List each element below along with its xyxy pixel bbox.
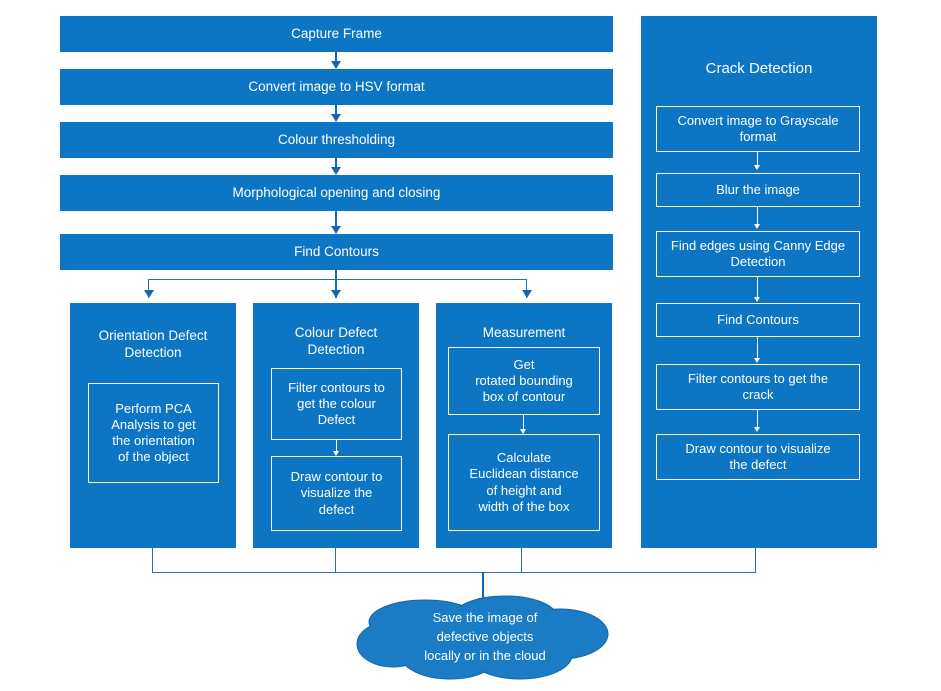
connector-measure-step1-to-step2 <box>523 415 524 432</box>
arrow-crack-1-2 <box>754 165 760 170</box>
arrow-measure-step1-to-step2 <box>520 429 526 434</box>
panel-title-crack-detection: Crack Detection <box>705 60 813 77</box>
arrow-to-colour-branch <box>331 290 341 298</box>
arrow-threshold-to-morph <box>331 167 341 175</box>
arrow-crack-5-6 <box>754 427 760 432</box>
connector-crack-2-3 <box>757 207 758 227</box>
panel-measurement[interactable]: Measurement Get rotated bounding box of … <box>436 303 612 548</box>
connector-morph-to-contours <box>335 211 337 227</box>
panel-crack-detection[interactable]: Crack Detection Convert image to Graysca… <box>641 16 877 548</box>
arrow-crack-3-4 <box>754 297 760 302</box>
panel-colour-defect-detection[interactable]: Colour Defect Detection Filter contours … <box>253 303 419 548</box>
step-canny-edge-detection[interactable]: Find edges using Canny Edge Detection <box>656 231 860 277</box>
arrow-to-measurement-branch <box>522 290 532 298</box>
step-crack-find-contours[interactable]: Find Contours <box>656 303 860 337</box>
connector-capture-to-hsv <box>335 52 337 62</box>
connector-branch-right-drop <box>526 279 527 298</box>
cloud-save-output[interactable]: Save the image of defective objects loca… <box>355 592 615 682</box>
connector-merge-drop-colour <box>335 548 336 573</box>
panel-orientation-defect-detection[interactable]: Orientation Defect Detection Perform PCA… <box>70 303 236 548</box>
step-calculate-euclidean-distance[interactable]: Calculate Euclidean distance of height a… <box>448 434 600 531</box>
arrow-capture-to-hsv <box>331 61 341 69</box>
connector-merge-to-cloud <box>482 572 484 600</box>
connector-branch-stem <box>335 270 337 298</box>
connector-crack-5-6 <box>757 410 758 430</box>
connector-crack-1-2 <box>757 152 758 168</box>
step-convert-grayscale[interactable]: Convert image to Grayscale format <box>656 106 860 152</box>
step-filter-contours-colour[interactable]: Filter contours to get the colour Defect <box>271 368 402 440</box>
step-filter-contours-crack[interactable]: Filter contours to get the crack <box>656 364 860 410</box>
panel-title-measurement: Measurement <box>482 325 566 340</box>
arrow-to-orientation-branch <box>144 290 154 298</box>
arrow-crack-2-3 <box>754 224 760 229</box>
step-draw-contour-colour[interactable]: Draw contour to visualize the defect <box>271 456 402 531</box>
step-perform-pca-analysis[interactable]: Perform PCA Analysis to get the orientat… <box>88 383 219 483</box>
connector-merge-drop-measurement <box>521 548 522 573</box>
process-convert-hsv[interactable]: Convert image to HSV format <box>60 69 613 105</box>
step-get-rotated-bounding-box[interactable]: Get rotated bounding box of contour <box>448 347 600 415</box>
step-draw-contour-crack[interactable]: Draw contour to visualize the defect <box>656 434 860 480</box>
connector-branch-left-drop <box>148 279 149 298</box>
connector-merge-drop-orientation <box>152 548 153 573</box>
process-colour-thresholding[interactable]: Colour thresholding <box>60 122 613 158</box>
connector-merge-bus <box>152 572 756 573</box>
step-blur-image[interactable]: Blur the image <box>656 173 860 207</box>
connector-crack-4-5 <box>757 337 758 361</box>
cloud-shape-icon <box>356 595 609 680</box>
connector-colour-step1-to-step2 <box>336 440 337 454</box>
arrow-morph-to-contours <box>331 226 341 234</box>
connector-hsv-to-threshold <box>335 105 337 115</box>
connector-threshold-to-morph <box>335 158 337 168</box>
process-morphological-open-close[interactable]: Morphological opening and closing <box>60 175 613 211</box>
arrow-colour-step1-to-step2 <box>333 451 339 456</box>
connector-branch-bus <box>148 279 527 280</box>
panel-title-colour: Colour Defect Detection <box>294 325 378 357</box>
arrow-crack-4-5 <box>754 358 760 363</box>
process-find-contours[interactable]: Find Contours <box>60 234 613 270</box>
connector-crack-3-4 <box>757 277 758 300</box>
arrow-hsv-to-threshold <box>331 114 341 122</box>
panel-title-orientation: Orientation Defect Detection <box>98 328 208 360</box>
connector-merge-drop-crack <box>755 548 756 573</box>
process-capture-frame[interactable]: Capture Frame <box>60 16 613 52</box>
